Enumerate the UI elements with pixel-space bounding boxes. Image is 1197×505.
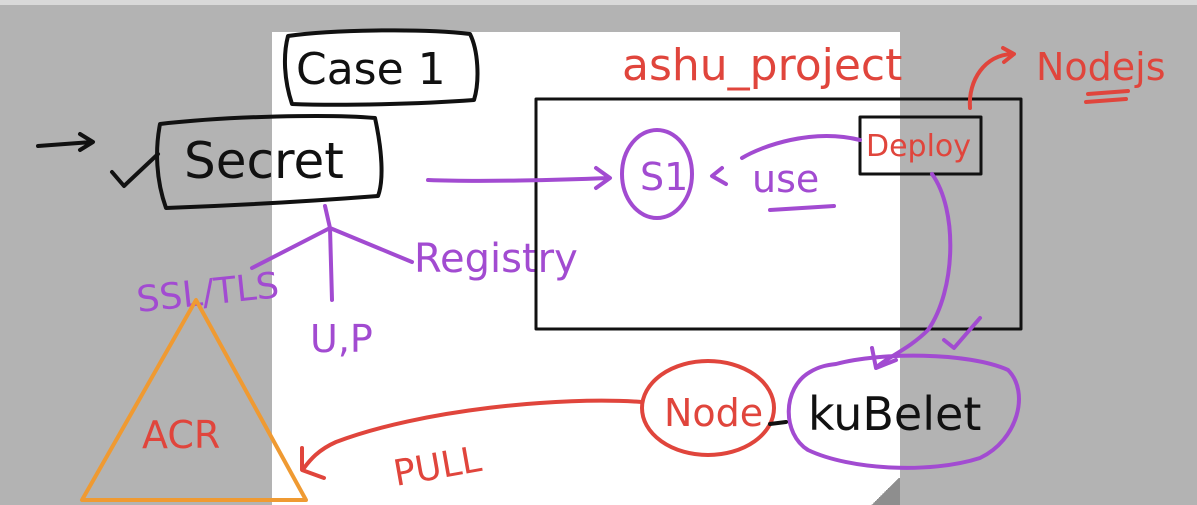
page-corner-fold [870,478,900,505]
secret-label: Secret [184,132,344,190]
node-kubelet-link [768,420,788,426]
nodejs-underline [1084,89,1130,104]
deploy-to-kubelet-arrow [870,172,953,370]
use-label: use [752,157,819,201]
case-box [282,28,480,107]
kubelet-label: kuBelet [808,387,981,441]
acr-label: ACR [142,413,220,457]
top-toolbar-strip [0,0,1197,5]
pull-arrow [300,398,644,480]
secret-to-s1-arrow [426,166,612,190]
node-circle [640,359,776,457]
use-arrow [710,134,862,186]
kubelet-circle [786,353,1021,470]
secret-box [155,114,384,210]
checkmark-icon [110,152,160,188]
project-box [534,97,1023,331]
up-label: U,P [310,317,373,361]
node-label: Node [664,391,763,435]
deploy-box [858,115,983,176]
pointer-arrow-icon [36,132,95,152]
case-label: Case 1 [296,44,446,95]
s1-circle [620,128,694,220]
whiteboard-page [272,32,900,505]
nodejs-connector [967,46,1016,110]
kubelet-check-icon [942,316,982,350]
secret-branch-lines [250,204,414,302]
project-label: ashu_project [622,40,902,91]
nodejs-label: Nodejs [1036,45,1166,89]
registry-label: Registry [414,236,578,282]
s1-label: S1 [640,155,688,199]
acr-triangle [80,298,308,502]
ssl-tls-label: SSL/TLS [135,265,281,321]
pull-label: PULL [390,439,484,495]
use-underline [768,204,836,212]
deploy-label: Deploy [866,129,971,164]
